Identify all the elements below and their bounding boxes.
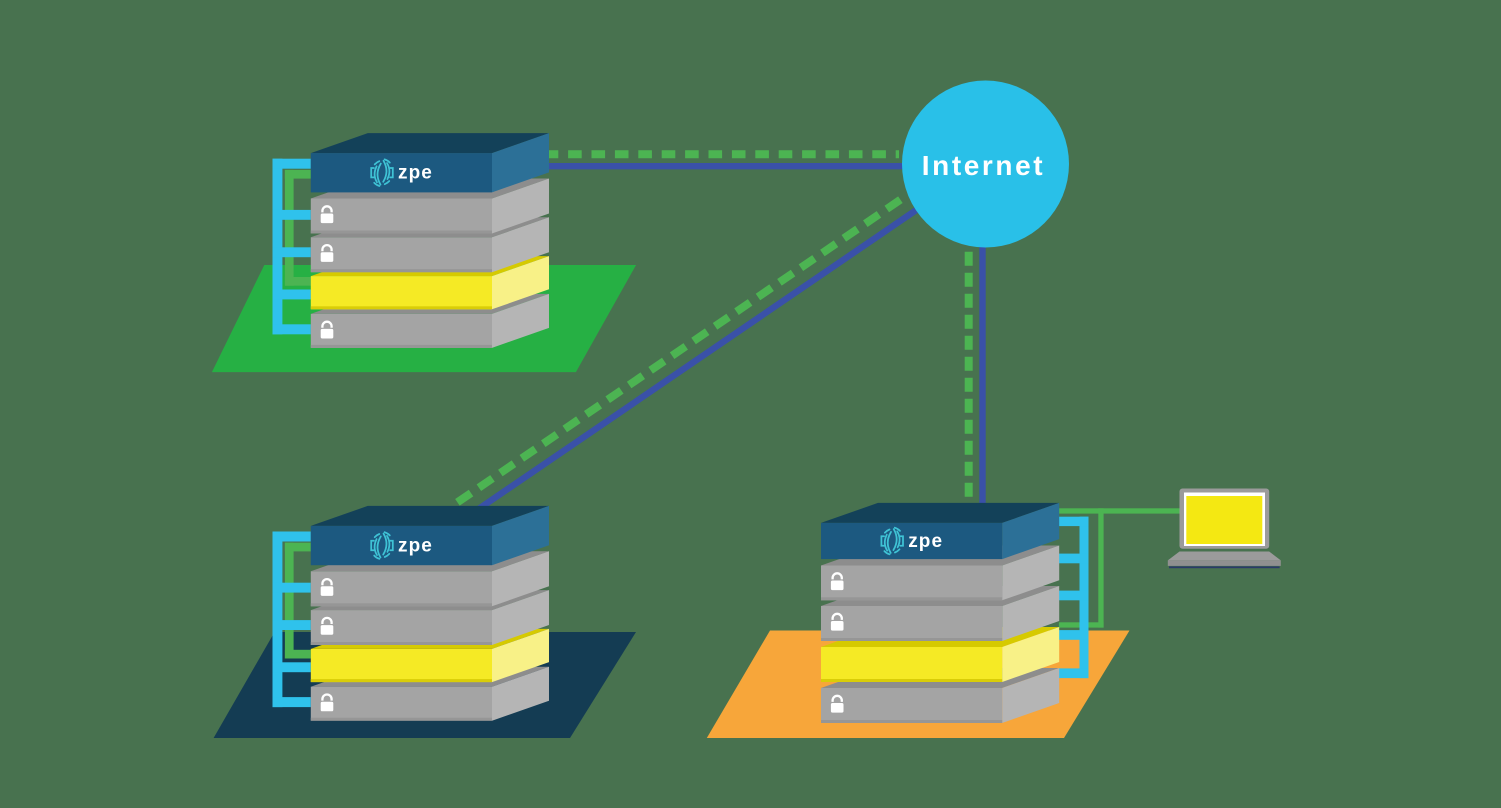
svg-text:Internet: Internet — [922, 150, 1045, 181]
